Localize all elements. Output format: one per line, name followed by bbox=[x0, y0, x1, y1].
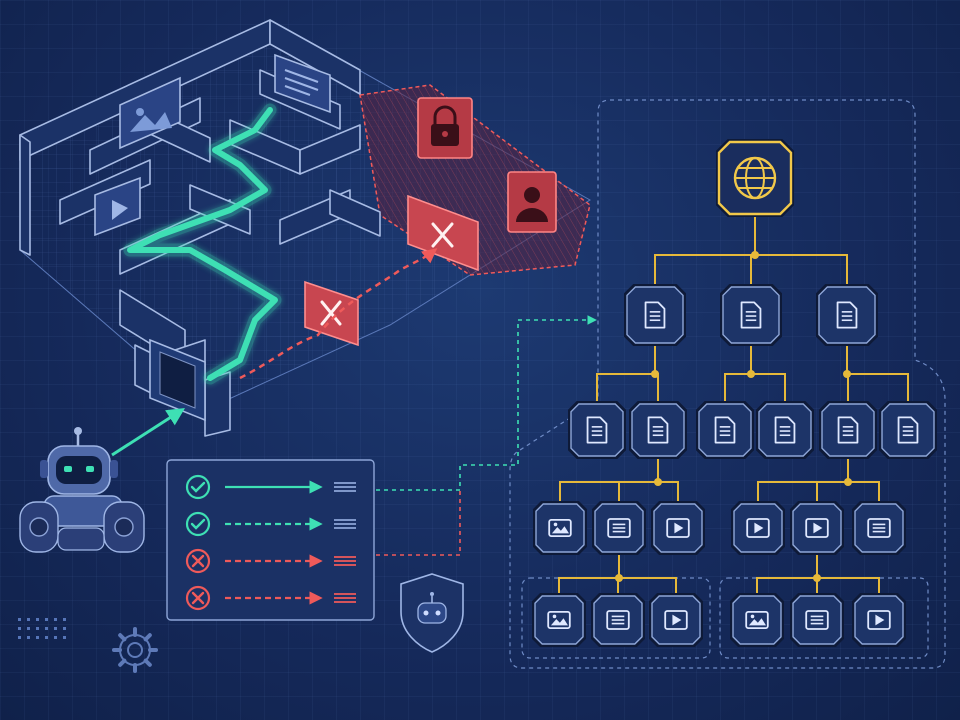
tree-node-level4 bbox=[649, 593, 703, 647]
tree-node-level2 bbox=[756, 401, 814, 459]
tree-node-level2 bbox=[696, 401, 754, 459]
tree-node-level4 bbox=[790, 593, 844, 647]
tree-node-level1 bbox=[624, 284, 686, 346]
tree-node-level1 bbox=[720, 284, 782, 346]
tree-node-level4 bbox=[852, 593, 906, 647]
tree-node-level3 bbox=[651, 501, 705, 555]
shield-robot-icon bbox=[401, 574, 463, 652]
tree-node-level2 bbox=[819, 401, 877, 459]
gear-icon bbox=[114, 629, 156, 671]
results-panel bbox=[167, 460, 374, 620]
dot-grid bbox=[18, 618, 66, 639]
tree-node-level4 bbox=[532, 593, 586, 647]
tree-node-level4 bbox=[730, 593, 784, 647]
panel-to-tree-link-teal bbox=[376, 320, 595, 490]
tree-node-level1 bbox=[816, 284, 878, 346]
tree-root-node bbox=[716, 139, 794, 217]
user-profile-sign bbox=[508, 172, 556, 232]
tree-node-level4 bbox=[591, 593, 645, 647]
tree-node-level2 bbox=[629, 401, 687, 459]
tree-node-level3 bbox=[533, 501, 587, 555]
tree-node-level2 bbox=[879, 401, 937, 459]
padlock-sign bbox=[418, 98, 472, 158]
site-tree bbox=[510, 100, 945, 668]
tree-node-level2 bbox=[568, 401, 626, 459]
tree-node-level3 bbox=[731, 501, 785, 555]
robot-entry-arrow bbox=[112, 410, 182, 455]
maze bbox=[20, 20, 590, 436]
panel-to-tree-link-red bbox=[376, 490, 460, 555]
tree-node-level3 bbox=[790, 501, 844, 555]
tree-node-level3 bbox=[852, 501, 906, 555]
tree-node-level3 bbox=[592, 501, 646, 555]
